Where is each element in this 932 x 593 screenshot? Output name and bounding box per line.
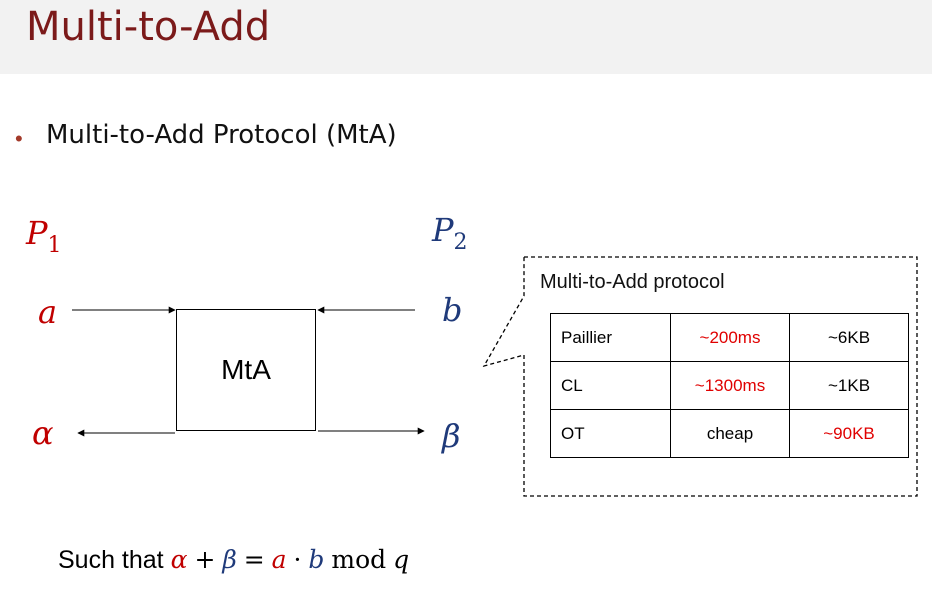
eq-mod: mod — [331, 545, 387, 574]
callout-border — [482, 256, 918, 497]
eq-alpha: α — [170, 545, 188, 574]
eq-q: q — [393, 545, 410, 574]
output-alpha-label: α — [32, 414, 54, 452]
callout-title: Multi-to-Add protocol — [540, 271, 725, 293]
party-2-label: P2 — [432, 211, 468, 255]
bullet-marker: • — [15, 126, 23, 151]
protocol-name-cell: CL — [550, 361, 671, 410]
bullet-text: Multi-to-Add Protocol (MtA) — [46, 120, 397, 150]
input-a-label: a — [38, 293, 58, 331]
protocol-name-cell: Paillier — [550, 313, 671, 362]
eq-plus: + — [194, 545, 216, 574]
size-cell: ~6KB — [789, 313, 909, 362]
time-cell: cheap — [670, 409, 790, 458]
mta-box: MtA — [176, 309, 316, 431]
eq-dot: · — [293, 545, 302, 574]
input-b-label: b — [442, 291, 463, 329]
equation: Such that α + β = a · b mod q — [58, 545, 409, 575]
size-cell: ~90KB — [789, 409, 909, 458]
mta-box-label: MtA — [221, 354, 271, 385]
time-cell: ~1300ms — [670, 361, 790, 410]
table-row: CL~1300ms~1KB — [550, 361, 909, 410]
slide-title: Multi-to-Add — [26, 4, 271, 50]
eq-b: b — [308, 545, 325, 574]
party-1-label: P1 — [26, 214, 62, 258]
eq-a: a — [271, 545, 287, 574]
time-cell: ~200ms — [670, 313, 790, 362]
slide-header — [0, 0, 932, 74]
protocol-name-cell: OT — [550, 409, 671, 458]
eq-equals: = — [243, 545, 265, 574]
eq-beta: β — [222, 545, 237, 574]
size-cell: ~1KB — [789, 361, 909, 410]
output-beta-label: β — [442, 417, 461, 455]
equation-prefix: Such that — [58, 546, 164, 574]
table-row: Paillier~200ms~6KB — [550, 313, 909, 362]
